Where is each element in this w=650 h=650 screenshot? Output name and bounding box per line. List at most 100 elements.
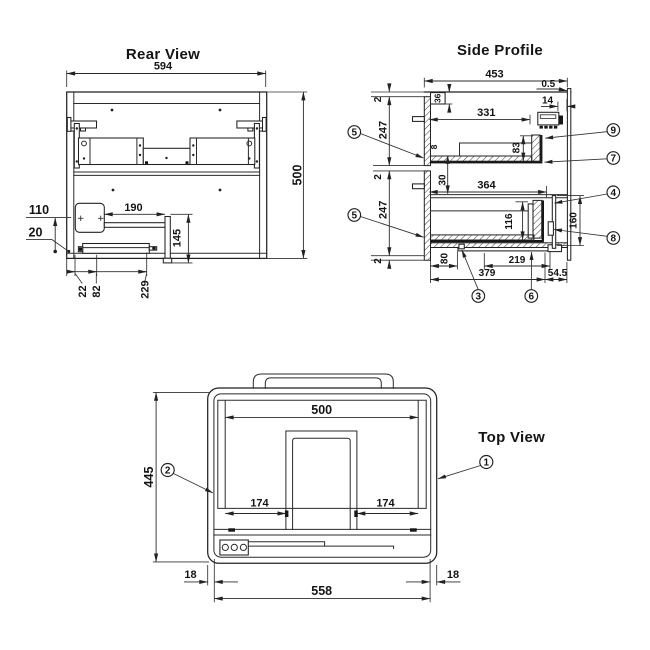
side-dim-30: 30 <box>437 155 450 195</box>
side-dim-upper-inner-label: 331 <box>477 107 495 119</box>
top-drawer-rail <box>247 541 395 549</box>
rear-dim-pipe-drop-label: 145 <box>171 229 183 247</box>
side-cabinet-body <box>411 88 572 261</box>
side-dim-front-gap-label: 8 <box>429 144 439 149</box>
side-front-lower <box>423 170 431 261</box>
side-dim-54p5-label: 54.5 <box>548 268 568 279</box>
rear-dim-500: 500 <box>266 91 308 259</box>
side-dim-160: 160 <box>557 195 584 246</box>
top-dim-wall-left-label: 18 <box>184 569 196 581</box>
top-handle-inner <box>264 377 382 389</box>
side-dim-rear-height-label: 160 <box>569 212 580 229</box>
top-mechanism-box <box>219 539 249 556</box>
top-dim-depth-label: 445 <box>142 467 156 488</box>
side-dim-top-rail-label: 36 <box>433 93 443 103</box>
top-dim-174-left: 174 <box>224 498 287 516</box>
side-soft-close-damper <box>537 111 563 129</box>
rear-dim-20-label: 20 <box>29 226 43 240</box>
side-dim-lower-inner-label: 364 <box>477 180 496 192</box>
side-dim-reveal-mid-label: 2 <box>373 174 384 180</box>
callout-5a: 5 <box>352 128 358 139</box>
side-rail-block <box>547 221 554 236</box>
callout-4: 4 <box>611 188 617 199</box>
top-dim-174-right: 174 <box>356 498 419 516</box>
rear-dim-145: 145 <box>170 213 193 264</box>
side-dim-left-chain: 2 247 2 247 2 <box>371 83 431 269</box>
callout-5b: 5 <box>352 211 358 222</box>
rear-dim-190: 190 <box>104 202 166 217</box>
callout-7: 7 <box>611 154 617 165</box>
top-dim-500: 500 <box>224 403 419 420</box>
side-profile-title: Side Profile <box>457 42 543 59</box>
rear-dim-229-label: 229 <box>140 280 152 298</box>
rear-dim-22-label: 22 <box>77 285 89 297</box>
rear-view-title: Rear View <box>126 46 200 63</box>
top-dim-445: 445 <box>142 391 209 563</box>
top-handle-outer <box>252 373 394 389</box>
side-dim-0p5: 0.5 <box>536 79 568 92</box>
top-callouts: 1 2 <box>160 454 494 494</box>
rear-dim-82-label: 82 <box>91 285 103 297</box>
side-back-panel <box>566 88 572 261</box>
side-dim-80-label: 80 <box>440 253 451 265</box>
top-dim-18-left: 18 <box>184 559 238 603</box>
rear-dim-110-20: 110 20 <box>26 203 72 254</box>
top-front-band <box>213 528 432 556</box>
side-profile: Side Profile <box>347 42 621 303</box>
side-dim-83: 83 <box>511 135 532 162</box>
side-dim-453: 453 <box>423 69 568 88</box>
side-dim-219-label: 219 <box>509 255 526 266</box>
side-dowel-mid <box>411 183 425 190</box>
top-dim-18-right: 18 <box>406 559 461 603</box>
side-bottom-panel <box>430 242 568 249</box>
callout-6: 6 <box>529 292 535 303</box>
side-dim-379-label: 379 <box>479 268 496 279</box>
callout-1: 1 <box>484 458 490 469</box>
side-dim-reveal-bottom-label: 2 <box>373 258 384 264</box>
side-lower-drawer <box>430 195 557 249</box>
rear-mounting-rail <box>77 242 158 254</box>
rear-dim-bottom-chain: 22 82 229 <box>66 252 152 299</box>
top-dim-left-label: 174 <box>250 498 269 510</box>
side-dim-upper-back-label: 83 <box>511 142 522 154</box>
side-front-upper <box>423 96 431 167</box>
side-dim-depth-label: 453 <box>485 69 503 81</box>
callout-2: 2 <box>165 466 171 477</box>
rear-dim-box-height-label: 110 <box>29 203 49 217</box>
top-dim-wall-right-label: 18 <box>447 569 459 581</box>
rear-pipes <box>103 215 173 264</box>
side-dim-front-lower-label: 247 <box>378 201 390 219</box>
side-dim-14-label: 14 <box>542 96 554 107</box>
top-dim-width-label: 558 <box>311 584 332 598</box>
side-dowel-top <box>411 116 425 122</box>
rear-dim-pipe-run-label: 190 <box>124 202 142 214</box>
rear-view: Rear View 594 <box>26 46 308 299</box>
rear-dim-width-label: 594 <box>154 61 173 73</box>
side-callouts: 5 5 9 7 4 8 3 6 <box>347 123 621 303</box>
rear-dim-594: 594 <box>66 61 267 87</box>
side-mid-divider <box>430 194 568 199</box>
top-dim-opening-label: 500 <box>311 403 332 417</box>
top-basin-channel <box>284 430 358 530</box>
side-top-stretcher <box>429 92 446 105</box>
side-dim-front-upper-label: 247 <box>378 121 390 139</box>
side-dim-36: 36 <box>433 83 453 113</box>
rear-hinge-right <box>236 116 267 132</box>
side-dim-116: 116 <box>504 201 528 241</box>
rear-drawer-rails <box>73 122 260 169</box>
rear-waste-trap-box <box>74 202 105 233</box>
side-dim-364: 364 <box>429 180 547 198</box>
top-dim-558: 558 <box>214 584 431 601</box>
side-dim-reveal-top-label: 2 <box>373 96 384 102</box>
callout-8: 8 <box>611 234 617 245</box>
top-dim-right-label: 174 <box>376 498 395 510</box>
side-dim-331: 331 <box>429 107 531 125</box>
side-bottom-notch <box>458 243 465 250</box>
side-dim-bottom: 80 219 379 54.5 <box>430 251 568 283</box>
side-dim-back-gap-label: 0.5 <box>541 79 555 90</box>
top-cabinet-outline <box>207 373 438 564</box>
side-dim-recess-label: 30 <box>437 174 448 186</box>
side-dim-14: 14 <box>541 96 576 111</box>
